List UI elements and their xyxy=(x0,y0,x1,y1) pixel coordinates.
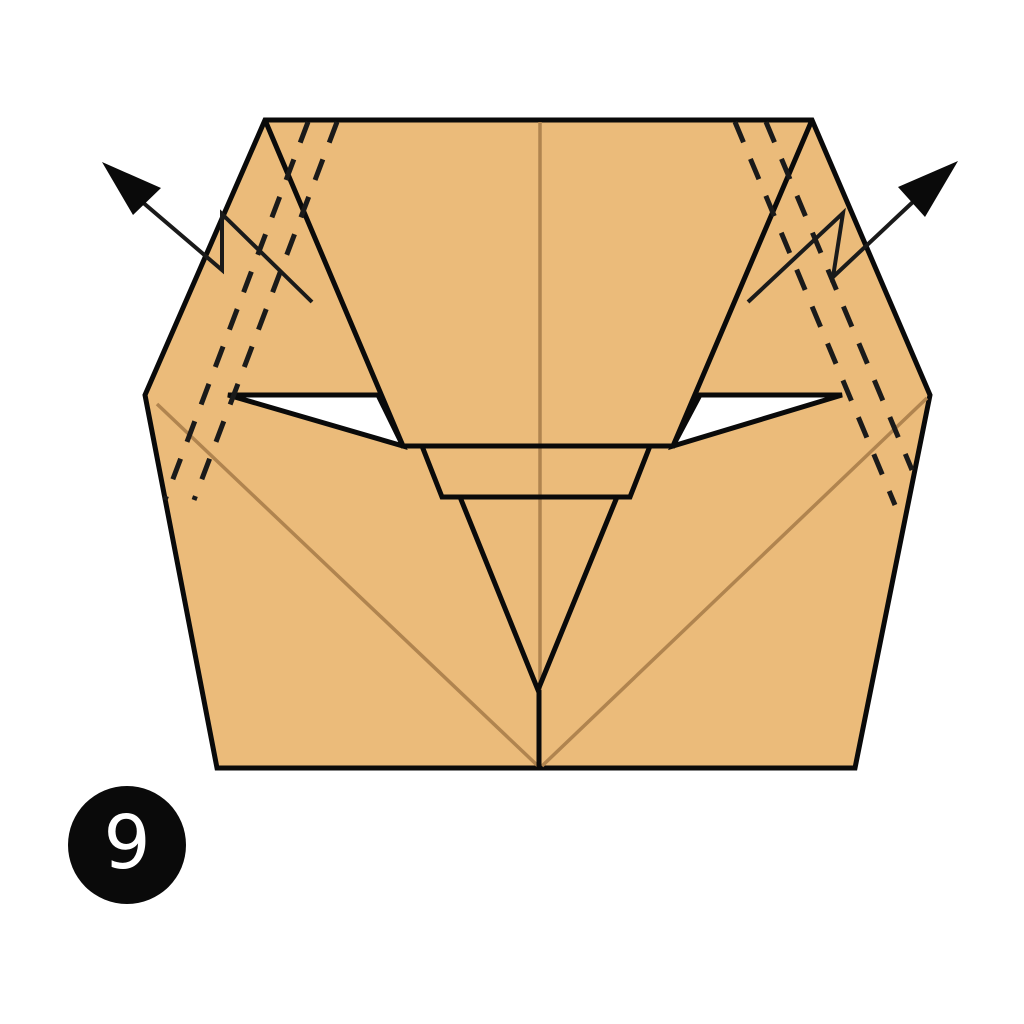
center-triangle xyxy=(457,496,620,768)
step-number: 9 xyxy=(103,800,151,886)
left-pull-arrow-icon xyxy=(102,162,314,304)
right-dashed-lines xyxy=(732,121,915,506)
upper-flap xyxy=(262,119,815,449)
crease-lines xyxy=(155,122,929,768)
left-dashed-lines xyxy=(162,121,340,501)
right-pull-arrow-icon xyxy=(746,161,958,304)
trapezoid-band xyxy=(419,445,653,500)
step-number-badge: 9 xyxy=(68,786,186,904)
